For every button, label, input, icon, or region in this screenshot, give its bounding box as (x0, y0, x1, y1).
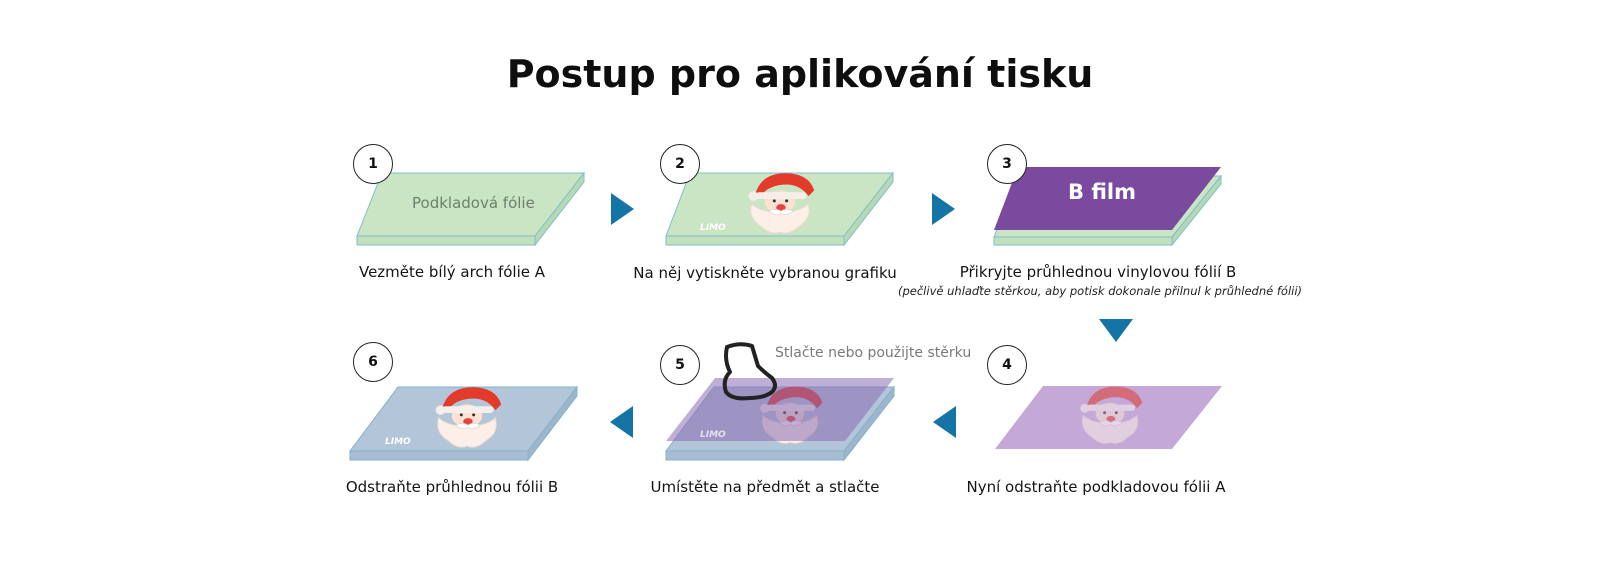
sheet-step-4 (995, 386, 1222, 449)
hand-press-icon (722, 342, 777, 401)
page-title: Postup pro aplikování tisku (506, 52, 1094, 96)
sheet-step-3 (993, 167, 1223, 247)
step-badge-6: 6 (353, 342, 393, 382)
film-label: B film (1068, 180, 1136, 204)
svg-text:LIMO: LIMO (700, 223, 726, 233)
step-badge-3: 3 (987, 144, 1027, 184)
arrow-left-icon (933, 406, 956, 438)
arrow-right-icon (932, 193, 955, 225)
sheet-step-6: LIMO (349, 385, 579, 462)
sheet-step-5: LIMO (665, 342, 896, 462)
step-caption-1: Vezměte bílý arch fólie A (358, 263, 546, 281)
step-caption-2: Na něj vytiskněte vybranou grafiku (633, 264, 897, 282)
sheet-step-2: LIMO (665, 171, 895, 247)
sheet-step-1 (356, 171, 586, 247)
step-caption-4: Nyní odstraňte podkladovou fólii A (966, 478, 1226, 496)
svg-text:LIMO: LIMO (385, 437, 411, 447)
step-caption-6: Odstraňte průhlednou fólii B (345, 478, 559, 496)
step-caption-3: Přikryjte průhlednou vinylovou fólií B (959, 263, 1237, 281)
arrow-right-icon (611, 193, 634, 225)
step-caption-5: Umístěte na předmět a stlačte (650, 478, 880, 496)
step-note-3: (pečlivě uhlaďte stěrkou, aby potisk dok… (898, 284, 1303, 298)
sheet-label-podkladova: Podkladová fólie (412, 194, 535, 212)
svg-text:LIMO: LIMO (700, 430, 726, 440)
arrow-down-icon (1099, 319, 1133, 342)
step-badge-4: 4 (987, 345, 1027, 385)
step-badge-5: 5 (660, 345, 700, 385)
arrow-left-icon (610, 406, 633, 438)
step-badge-1: 1 (353, 144, 393, 184)
press-hint: Stlačte nebo použijte stěrku (775, 345, 972, 361)
b-film (994, 167, 1221, 230)
step-badge-2: 2 (660, 144, 700, 184)
